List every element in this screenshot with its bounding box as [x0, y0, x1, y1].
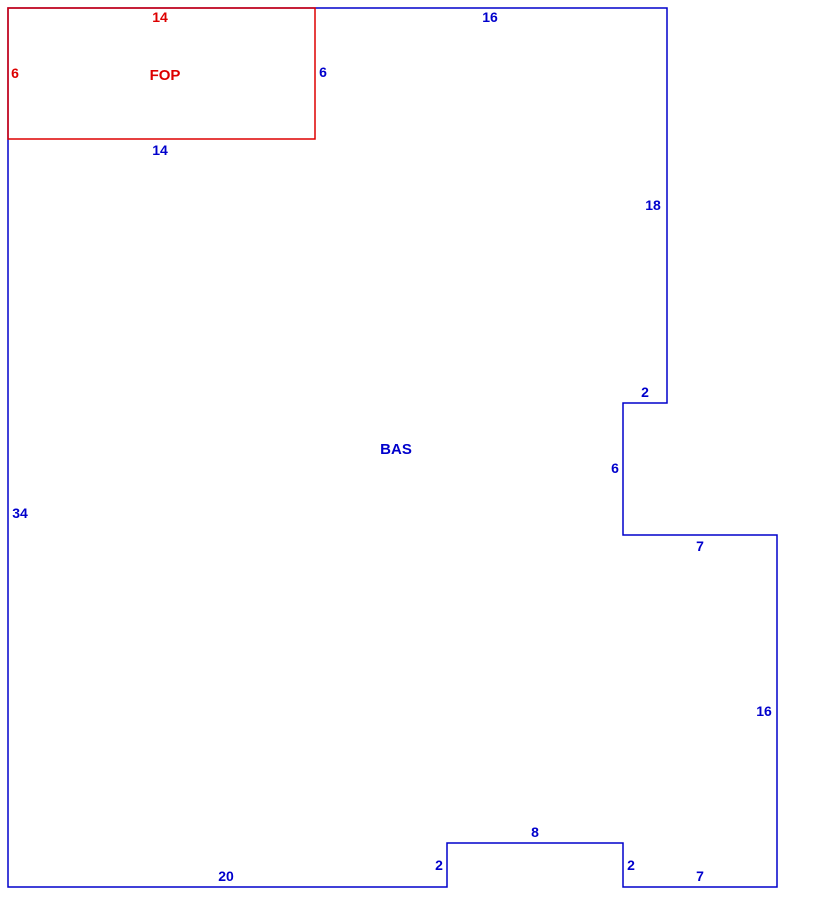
porch-area-label: FOP — [150, 67, 181, 84]
dim-right-step-side: 6 — [611, 460, 619, 476]
dim-right-step-top: 2 — [641, 384, 649, 400]
dim-porch-top: 14 — [152, 9, 168, 25]
dim-right-step-bottom: 7 — [696, 538, 704, 554]
dim-bottom-notch-top: 8 — [531, 824, 539, 840]
dim-bottom-notch-right: 2 — [627, 857, 635, 873]
main-area-label: BAS — [380, 441, 412, 458]
dim-porch-right: 6 — [319, 64, 327, 80]
dim-porch-bottom: 14 — [152, 142, 168, 158]
dim-right-lower: 16 — [756, 703, 772, 719]
porch-area-outline — [7, 7, 316, 140]
main-area-outline — [7, 7, 778, 888]
dim-right-upper: 18 — [645, 197, 661, 213]
dim-left: 34 — [12, 505, 28, 521]
dim-top: 16 — [482, 9, 498, 25]
dim-bottom-left: 20 — [218, 868, 234, 884]
dim-bottom-notch-left: 2 — [435, 857, 443, 873]
dim-bottom-right: 7 — [696, 868, 704, 884]
dim-porch-left: 6 — [11, 65, 19, 81]
